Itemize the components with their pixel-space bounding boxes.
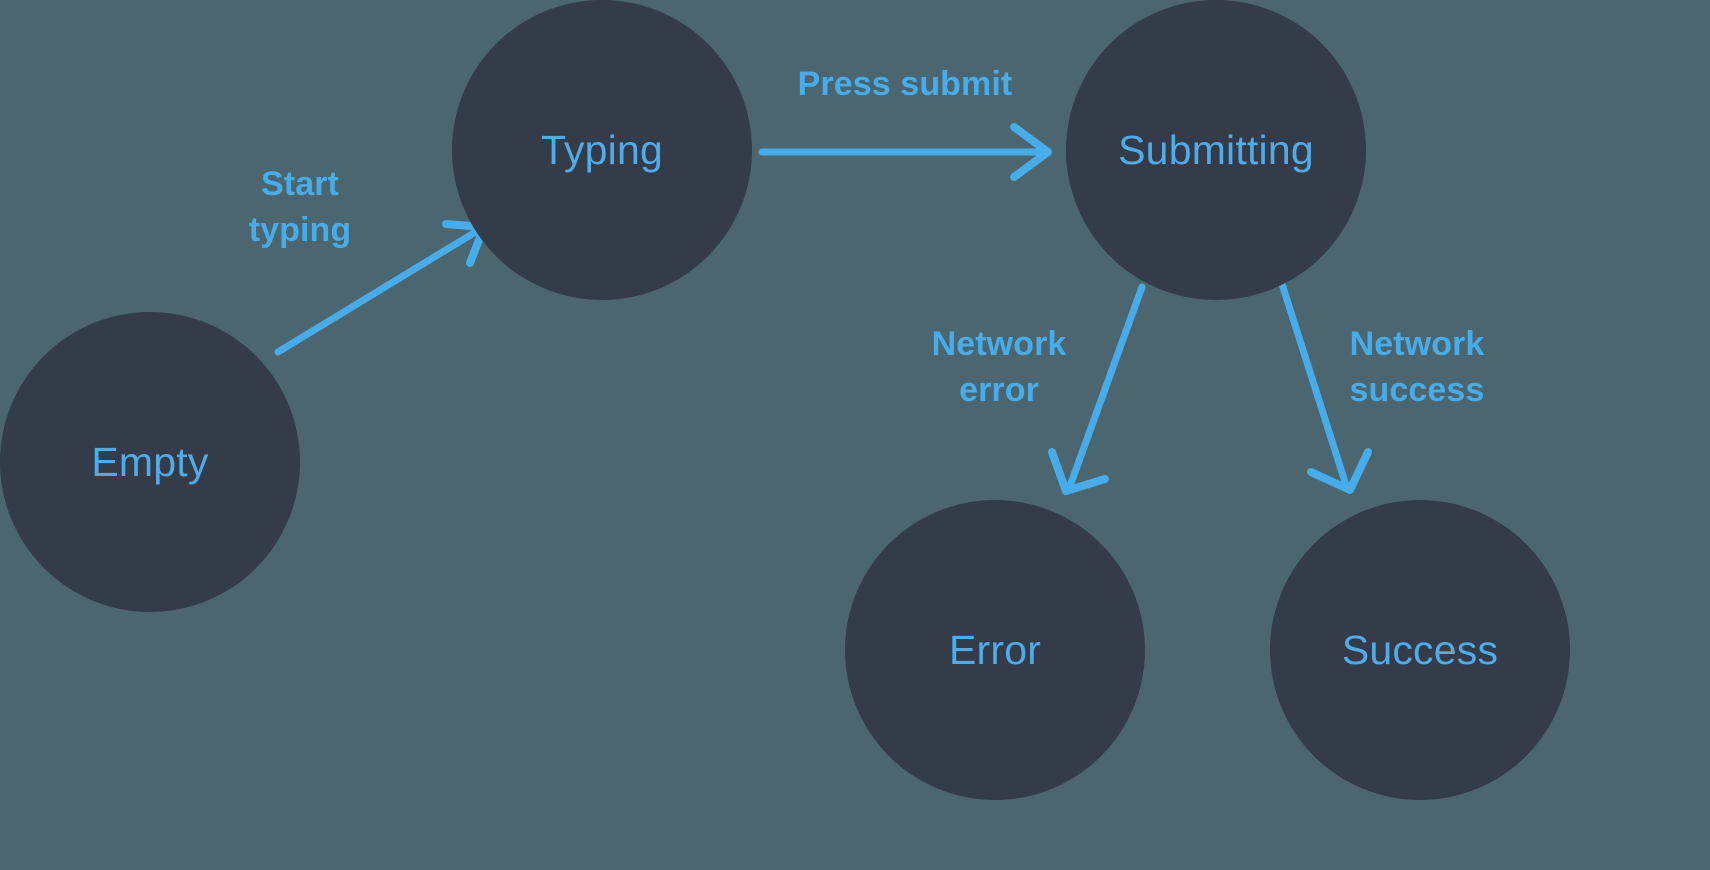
- edge-label-line: error: [959, 371, 1039, 409]
- edges-layer: [274, 123, 1372, 495]
- state-node-success[interactable]: Success: [1270, 500, 1570, 800]
- state-circle-typing[interactable]: [452, 0, 752, 300]
- state-label-submitting: Submitting: [1118, 127, 1314, 173]
- state-circle-submitting[interactable]: [1066, 0, 1366, 300]
- arrowhead-icon-network-success: [1307, 448, 1372, 494]
- state-node-empty[interactable]: Empty: [0, 312, 300, 612]
- edge-line-network-error: [1066, 283, 1146, 490]
- edge-label-line: success: [1350, 371, 1485, 409]
- arrowhead-icon-press-submit: [1010, 123, 1052, 181]
- state-node-error[interactable]: Error: [845, 500, 1145, 800]
- state-label-error: Error: [949, 627, 1041, 673]
- edge-label-network-error: Network error: [932, 325, 1067, 409]
- edge-label-start-typing: Start typing: [249, 165, 352, 249]
- edge-label-line: Network: [932, 325, 1067, 363]
- edge-label-press-submit: Press submit: [798, 65, 1013, 103]
- arrowhead-icon-network-error: [1048, 448, 1109, 495]
- state-label-empty: Empty: [91, 439, 208, 485]
- edge-label-line: typing: [249, 211, 352, 249]
- edge-line-network-success: [1278, 280, 1350, 489]
- edge-label-line: Press submit: [798, 65, 1013, 103]
- edge-network-error: [1048, 283, 1146, 495]
- edge-label-network-success: Network success: [1350, 325, 1485, 409]
- edge-line-start-typing: [274, 224, 486, 356]
- state-label-typing: Typing: [541, 127, 663, 173]
- state-node-submitting[interactable]: Submitting: [1066, 0, 1366, 300]
- state-circle-success[interactable]: [1270, 500, 1570, 800]
- edge-press-submit: [758, 123, 1052, 181]
- edge-label-line: Start: [261, 165, 339, 203]
- state-label-success: Success: [1342, 627, 1498, 673]
- edge-label-line: Network: [1350, 325, 1485, 363]
- state-circle-error[interactable]: [845, 500, 1145, 800]
- state-circle-empty[interactable]: [0, 312, 300, 612]
- edge-network-success: [1278, 280, 1372, 494]
- state-node-typing[interactable]: Typing: [452, 0, 752, 300]
